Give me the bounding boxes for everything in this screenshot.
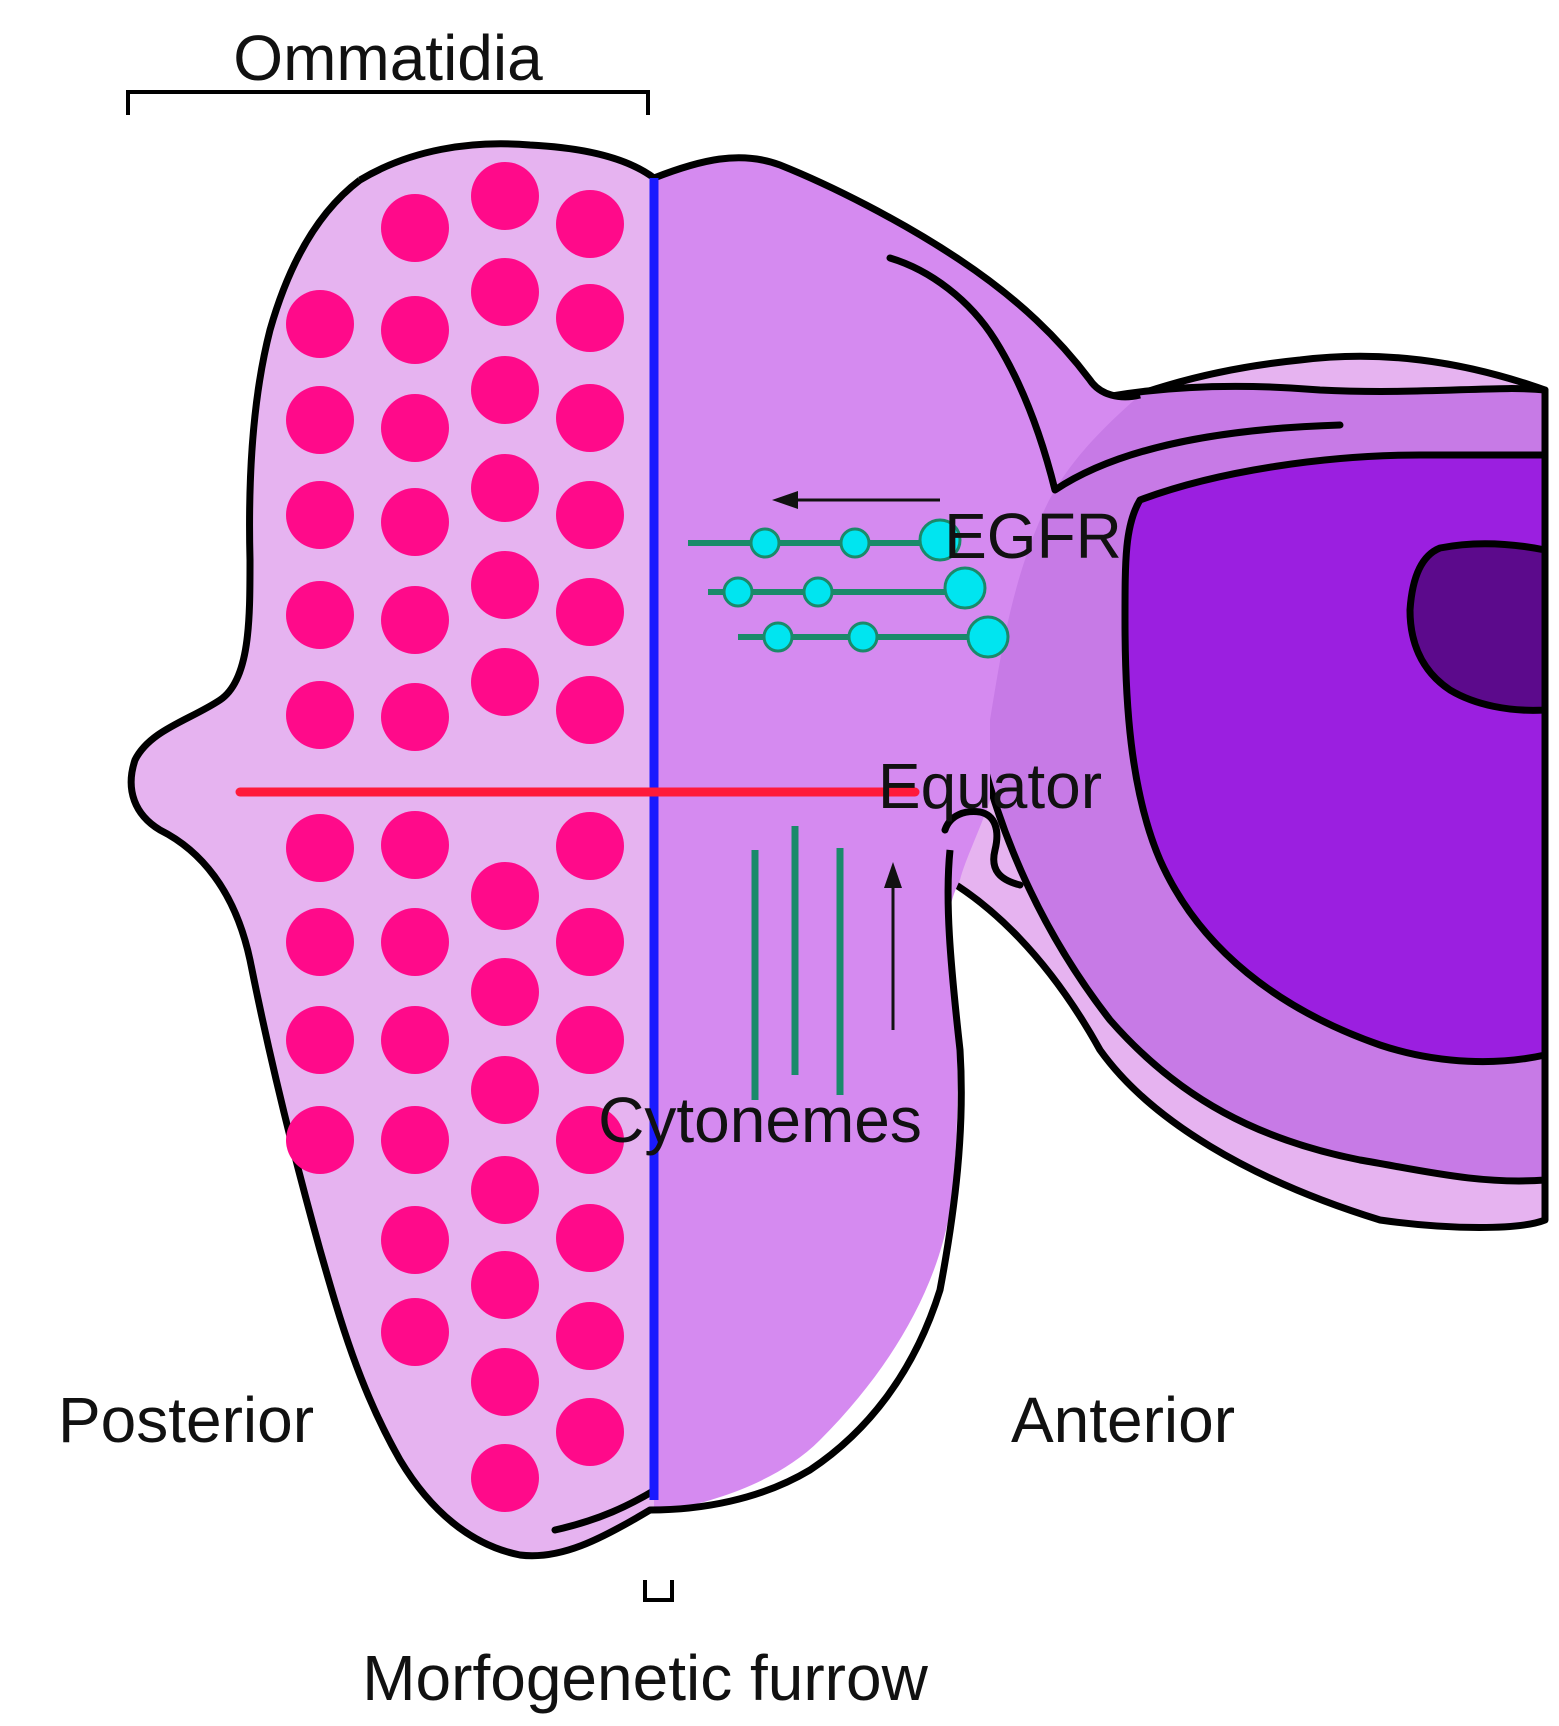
ommatidium-dot (556, 1398, 624, 1466)
antenna-inner (1406, 540, 1549, 714)
ommatidium-dot (286, 581, 354, 649)
egfr-dot (966, 615, 1010, 659)
egfr-dot (722, 576, 754, 608)
anterior-label: Anterior (1011, 1384, 1235, 1456)
ommatidium-dot (471, 1444, 539, 1512)
equator-label: Equator (878, 750, 1102, 822)
eye-disc-outline (127, 140, 1141, 1560)
ommatidium-dot (286, 290, 354, 358)
ommatidium-dot (381, 1206, 449, 1274)
ommatidium-dot (381, 394, 449, 462)
egfr-dot (839, 527, 871, 559)
ommatidium-dot (381, 1106, 449, 1174)
ommatidium-dot (286, 1006, 354, 1074)
egfr-arrow-head (772, 491, 798, 509)
ommatidium-dot (286, 814, 354, 882)
ommatidium-dot (556, 1006, 624, 1074)
ommatidium-dot (381, 811, 449, 879)
ommatidium-dot (556, 481, 624, 549)
ommatidium-dot (471, 258, 539, 326)
ommatidium-dot (556, 384, 624, 452)
ommatidium-dot (556, 676, 624, 744)
ommatidium-dot (286, 681, 354, 749)
ommatidium-dot (381, 194, 449, 262)
ommatidium-dot (381, 296, 449, 364)
ommatidium-dot (381, 586, 449, 654)
morphogenetic-furrow-label: Morfogenetic furrow (362, 1642, 928, 1714)
ommatidium-dot (556, 908, 624, 976)
ommatidium-dot (471, 1348, 539, 1416)
ommatidium-dot (286, 481, 354, 549)
ommatidium-dot (381, 488, 449, 556)
ommatidium-dot (471, 862, 539, 930)
ommatidium-dot (556, 1106, 624, 1174)
anterior-region (654, 157, 1140, 1510)
egfr-label: EGFR (944, 500, 1122, 572)
cytonemes-label: Cytonemes (598, 1084, 922, 1156)
egfr-dot (847, 621, 879, 653)
egfr-dot (943, 566, 987, 610)
upper-fold-line (886, 254, 1344, 494)
furrow-bracket (643, 1580, 674, 1602)
egfr-dot (802, 576, 834, 608)
ommatidia-bracket (126, 90, 650, 115)
posterior-label: Posterior (58, 1384, 314, 1456)
ommatidium-dot (381, 908, 449, 976)
cytoneme-arrow-head (884, 862, 902, 888)
ommatidium-dot (471, 1056, 539, 1124)
ommatidium-dot (471, 356, 539, 424)
ommatidium-dot (471, 162, 539, 230)
furrow-bottom-fold (551, 1486, 659, 1534)
ommatidium-dot (381, 683, 449, 751)
egfr-dot (918, 518, 962, 562)
ommatidium-dot (471, 454, 539, 522)
ommatidium-dot (556, 1204, 624, 1272)
ommatidium-dot (556, 578, 624, 646)
ommatidium-dot (556, 284, 624, 352)
ommatidium-dot (471, 1156, 539, 1224)
egfr-dot (749, 527, 781, 559)
ommatidia-dots (286, 162, 624, 1512)
ommatidium-dot (286, 908, 354, 976)
ommatidium-dot (471, 551, 539, 619)
ommatidium-dot (556, 190, 624, 258)
lower-fold-finger (941, 808, 1024, 889)
ommatidium-dot (556, 812, 624, 880)
ommatidium-dot (471, 1251, 539, 1319)
ommatidium-dot (286, 386, 354, 454)
ommatidium-dot (556, 1302, 624, 1370)
ommatidium-dot (286, 1106, 354, 1174)
ommatidium-dot (381, 1006, 449, 1074)
ommatidium-dot (471, 958, 539, 1026)
egfr-dot (762, 621, 794, 653)
ommatidia-label: Ommatidia (233, 22, 543, 94)
ommatidium-dot (471, 648, 539, 716)
ommatidium-dot (381, 1298, 449, 1366)
